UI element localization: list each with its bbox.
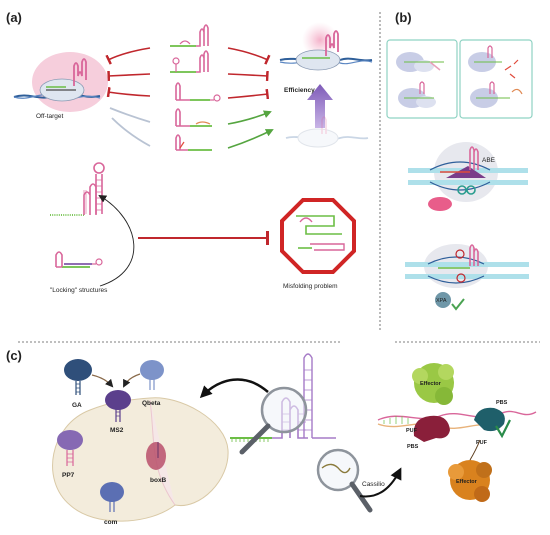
casilio-complex: Effector PUF PBS PUF PBS Effector <box>377 363 537 502</box>
panel-b: ABE XPA <box>386 39 533 311</box>
efficiency-label: Efficiency <box>284 87 315 94</box>
misfolding-octagon: Misfolding problem <box>280 198 356 290</box>
panel-label-a: (a) <box>6 10 22 25</box>
pbs-left-label: PBS <box>407 444 419 450</box>
xpa-label: XPA <box>436 298 447 304</box>
panel-b-box-right <box>459 39 533 119</box>
off-target-label: Off-target <box>36 113 64 120</box>
magnifier-to-aptamer-arrow <box>199 378 269 399</box>
com-label: com <box>104 519 118 526</box>
effector-top: Effector <box>412 363 454 405</box>
panel-c: GA Qbeta MS2 PP7 boxB <box>52 353 537 526</box>
puf-bottom: PUF <box>474 407 511 446</box>
panel-label-c: (c) <box>6 348 22 363</box>
boxb-label: boxB <box>150 477 167 484</box>
locking-structures: "Locking" structures <box>50 162 135 294</box>
grna-variant-5 <box>175 134 212 151</box>
grna-variant-4 <box>175 108 212 127</box>
panel-label-b: (b) <box>395 10 412 25</box>
panel-dividers <box>18 12 540 343</box>
off-target-complex: Off-target <box>13 52 108 120</box>
aptamer-ga: GA <box>64 359 92 409</box>
grna-variant-3 <box>175 82 221 102</box>
effector-bottom: Effector <box>448 460 492 502</box>
locked-guide-upper <box>50 162 105 216</box>
puf-bottom-label: PUF <box>476 440 488 446</box>
puf-top: PUF <box>406 415 450 442</box>
abe-label: ABE <box>482 157 496 164</box>
pbs-top-label: PBS <box>496 400 508 406</box>
cassilio-label: Cassilio <box>362 481 385 488</box>
panel-a: Off-target <box>13 22 373 294</box>
grna-variant-1 <box>170 24 209 47</box>
aptamer-pp7: PP7 <box>57 430 83 479</box>
abe-complex: ABE <box>408 142 528 211</box>
on-target-complex: Efficiency <box>279 22 373 148</box>
efficiency-arrows-right <box>227 47 274 149</box>
magnifier-bottom <box>316 448 373 513</box>
effector-top-label: Effector <box>420 381 442 387</box>
aptamer-com: com <box>100 482 124 526</box>
cassilio-arrow <box>359 467 402 498</box>
ga-label: GA <box>72 402 82 409</box>
magnifier-top <box>239 386 308 455</box>
pp7-label: PP7 <box>62 472 75 479</box>
grna-variant-2 <box>170 50 209 73</box>
cas-complexes-right <box>468 45 523 108</box>
repair-complex: XPA <box>405 244 529 311</box>
aptamer-boxb: boxB <box>146 442 167 484</box>
misfolding-label: Misfolding problem <box>283 283 338 290</box>
aptamer-qbeta: Qbeta <box>140 360 164 407</box>
puf-top-label: PUF <box>406 428 418 434</box>
locking-structures-label: "Locking" structures <box>50 287 108 294</box>
aptamer-ms2: MS2 <box>105 390 131 434</box>
qbeta-label: Qbeta <box>142 400 161 407</box>
cas-complexes-left <box>396 52 444 108</box>
guide-rna-variants <box>170 24 221 151</box>
effector-bottom-label: Effector <box>456 479 478 485</box>
inhibitor-arrows-left <box>105 47 151 147</box>
aptamer-blob <box>52 397 229 522</box>
locked-guide-lower <box>55 251 103 268</box>
ms2-label: MS2 <box>110 427 124 434</box>
